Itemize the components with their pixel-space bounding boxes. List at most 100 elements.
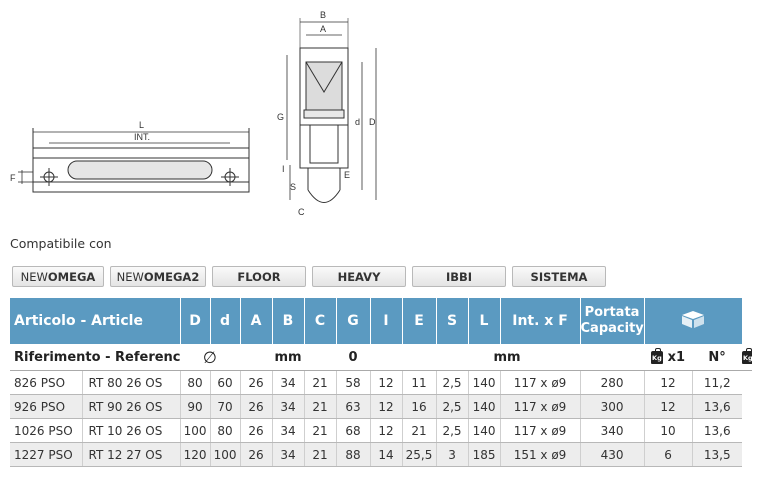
header-int-x-f: Int. x F <box>499 298 581 344</box>
cell-d: 60 <box>209 370 241 395</box>
header-article: Articolo - Article <box>10 298 181 344</box>
header-S: S <box>435 298 469 344</box>
compat-button-floor[interactable]: FLOOR <box>212 266 306 287</box>
cell-capacity: 340 <box>579 418 645 443</box>
cell-I: 12 <box>369 394 403 419</box>
section-body <box>299 47 349 169</box>
dim-label-i: I <box>282 164 285 174</box>
header-D: D <box>179 298 211 344</box>
cell-E: 11 <box>401 370 437 395</box>
cell-G: 58 <box>335 370 371 395</box>
dim-label-big-d: D <box>369 117 376 127</box>
cell-capacity: 430 <box>579 442 645 467</box>
cell-n: 10 <box>643 418 693 443</box>
subheader-mm-2: mm <box>370 344 645 371</box>
subheader-weight: Kg <box>742 344 752 371</box>
cell-S: 2,5 <box>435 418 469 443</box>
cell-D: 120 <box>179 442 211 467</box>
cell-int-x-f: 151 x ø9 <box>499 442 581 467</box>
cell-B: 34 <box>271 370 305 395</box>
table-row: 1227 PSO RT 12 27 OS 120 100 26 34 21 88… <box>10 442 752 467</box>
spec-table: Articolo - Article D d A B C G I E S L I… <box>10 298 752 467</box>
subheader-reference: Riferimento - Reference <box>10 344 181 371</box>
compat-button-ibbi[interactable]: IBBI <box>412 266 506 287</box>
header-portata: Portata <box>584 305 640 320</box>
cell-D: 100 <box>179 418 211 443</box>
cell-A: 26 <box>239 394 273 419</box>
box-icon <box>682 311 705 328</box>
header-capacity: Portata Capacity <box>579 298 645 344</box>
cell-n: 12 <box>643 370 693 395</box>
compat-button-name: OMEGA <box>47 269 96 284</box>
subheader-x1: x1 <box>667 349 685 365</box>
compat-button-name: FLOOR <box>237 269 281 284</box>
guide-body-outline <box>32 147 250 193</box>
cell-L: 140 <box>467 394 501 419</box>
table-row: 1026 PSO RT 10 26 OS 100 80 26 34 21 68 … <box>10 418 752 443</box>
cell-d: 80 <box>209 418 241 443</box>
header-E: E <box>401 298 437 344</box>
compat-button-prefix: NEW <box>116 269 144 284</box>
dim-label-f: F <box>10 173 16 183</box>
header-G: G <box>335 298 371 344</box>
compat-button-prefix: NEW <box>20 269 48 284</box>
compat-button-name: HEAVY <box>337 269 381 284</box>
cell-weight: 11,2 <box>691 370 743 395</box>
table-header-row: Articolo - Article D d A B C G I E S L I… <box>10 298 752 344</box>
compat-button-sistema[interactable]: SISTEMA <box>512 266 606 287</box>
header-capacity-en: Capacity <box>580 321 644 336</box>
cell-int-x-f: 117 x ø9 <box>499 370 581 395</box>
cell-S: 2,5 <box>435 370 469 395</box>
weight-icon: Kg <box>742 347 752 364</box>
cell-reference: RT 12 27 OS <box>81 442 181 467</box>
table-row: 826 PSO RT 80 26 OS 80 60 26 34 21 58 12… <box>10 370 752 395</box>
wheel-section <box>305 61 343 111</box>
cell-reference: RT 90 26 OS <box>81 394 181 419</box>
cell-E: 21 <box>401 418 437 443</box>
cell-C: 21 <box>303 442 337 467</box>
cell-n: 12 <box>643 394 693 419</box>
compat-button-heavy[interactable]: HEAVY <box>312 266 406 287</box>
dim-label-c: C <box>298 207 305 217</box>
table-row: 926 PSO RT 90 26 OS 90 70 26 34 21 63 12… <box>10 394 752 419</box>
cell-C: 21 <box>303 394 337 419</box>
cell-E: 25,5 <box>401 442 437 467</box>
cell-d: 70 <box>209 394 241 419</box>
cell-article: 926 PSO <box>10 394 82 419</box>
dim-label-l: L <box>139 120 144 130</box>
cell-C: 21 <box>303 418 337 443</box>
dim-label-g: G <box>277 112 284 122</box>
dim-label-b: B <box>320 10 326 20</box>
cell-S: 2,5 <box>435 394 469 419</box>
header-package <box>643 298 743 344</box>
cell-B: 34 <box>271 442 305 467</box>
table-subheader-row: Riferimento - Reference ∅ mm 0 mm Kg x1 … <box>10 344 752 371</box>
subheader-mm: mm <box>240 344 337 371</box>
cell-d: 100 <box>209 442 241 467</box>
cell-article: 1026 PSO <box>10 418 82 443</box>
weight-icon: Kg <box>651 347 664 364</box>
cell-I: 12 <box>369 370 403 395</box>
cell-B: 34 <box>271 418 305 443</box>
cell-weight: 13,5 <box>691 442 743 467</box>
subheader-zero: 0 <box>336 344 371 371</box>
cell-G: 63 <box>335 394 371 419</box>
cell-D: 80 <box>179 370 211 395</box>
subheader-capacity-unit: Kg x1 <box>644 344 693 371</box>
cell-S: 3 <box>435 442 469 467</box>
cell-capacity: 300 <box>579 394 645 419</box>
cell-L: 185 <box>467 442 501 467</box>
cell-article: 1227 PSO <box>10 442 82 467</box>
weight-icon-label: Kg <box>652 353 662 362</box>
cell-weight: 13,6 <box>691 394 743 419</box>
cell-L: 140 <box>467 370 501 395</box>
header-I: I <box>369 298 403 344</box>
cell-int-x-f: 117 x ø9 <box>499 418 581 443</box>
cell-n: 6 <box>643 442 693 467</box>
cell-G: 68 <box>335 418 371 443</box>
cell-G: 88 <box>335 442 371 467</box>
cell-A: 26 <box>239 442 273 467</box>
